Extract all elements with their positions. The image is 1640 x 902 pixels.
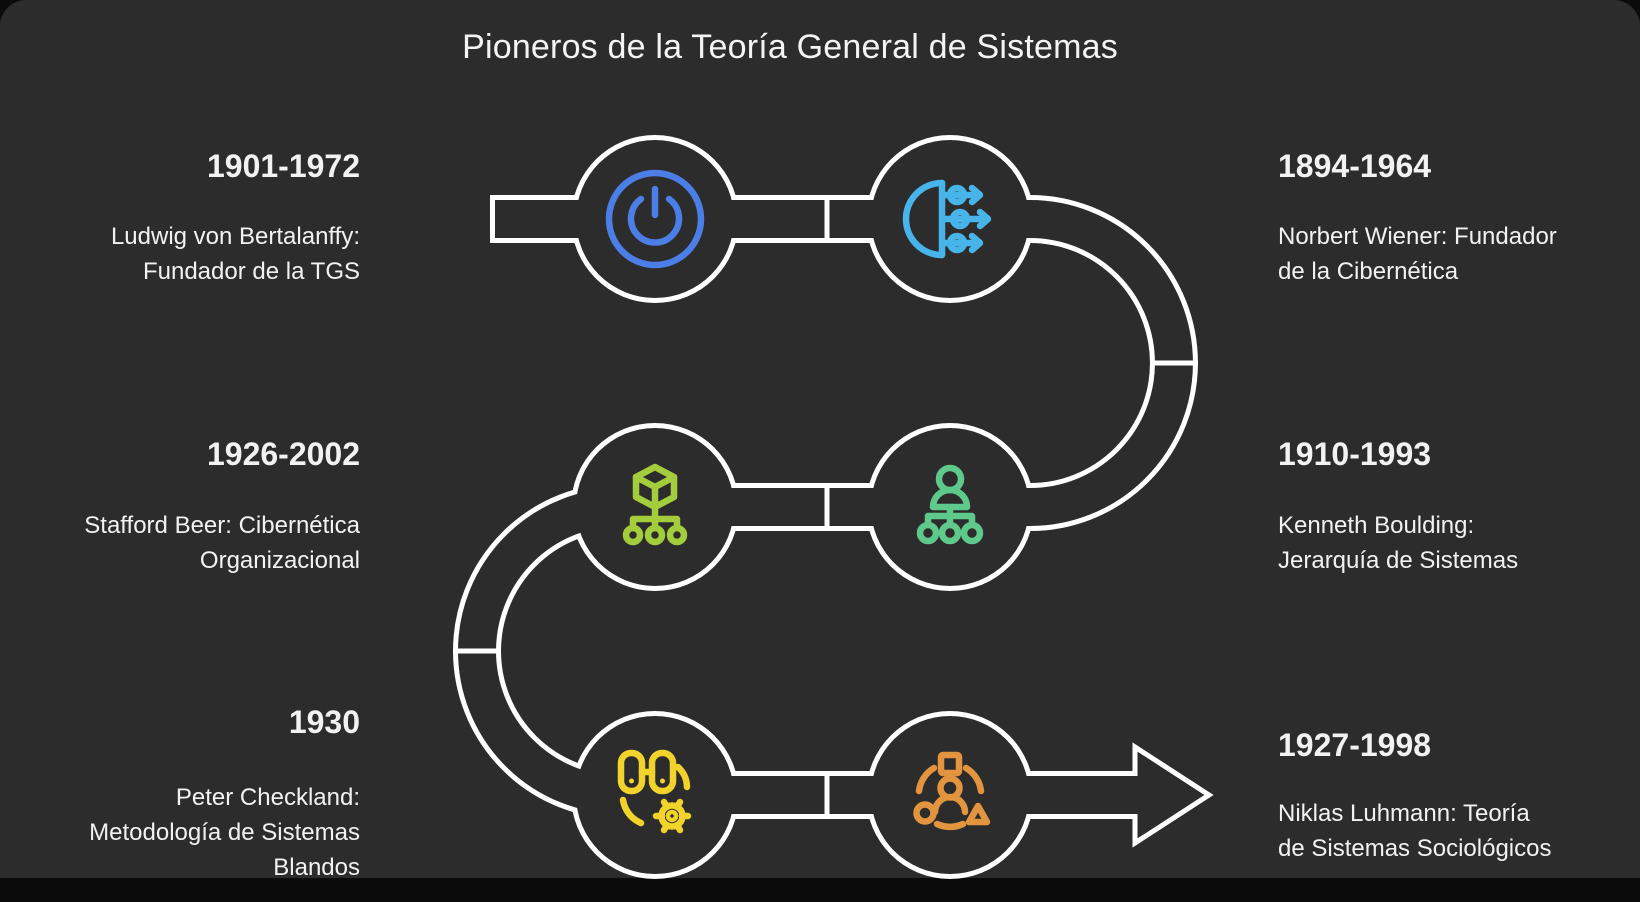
timeline-entry-name: Peter Checkland: Metodología de Sistemas… bbox=[20, 780, 360, 885]
person-roles-icon bbox=[913, 751, 991, 831]
entry-name-line: Metodología de Sistemas bbox=[89, 819, 360, 846]
timeline-entry-years: 1901-1972 bbox=[20, 146, 360, 186]
entry-name-line: Peter Checkland: bbox=[175, 784, 360, 811]
power-icon bbox=[605, 169, 705, 269]
infographic-panel bbox=[0, 0, 1640, 878]
segment-ticks bbox=[453, 195, 1198, 819]
entry-name-line: Ludwig von Bertalanffy: bbox=[110, 223, 360, 250]
entry-name-line: Organizacional bbox=[199, 547, 360, 574]
timeline-entry-years: 1926-2002 bbox=[20, 434, 360, 474]
flow-split-icon bbox=[902, 179, 992, 259]
timeline-entry-name: Norbert Wiener: Fundador de la Cibernéti… bbox=[1278, 219, 1618, 289]
timeline-entry-name: Niklas Luhmann: Teoría de Sistemas Socio… bbox=[1278, 796, 1618, 866]
page-title: Pioneros de la Teoría General de Sistema… bbox=[462, 28, 1118, 66]
timeline-entry-name: Stafford Beer: Cibernética Organizaciona… bbox=[20, 508, 360, 578]
entry-name-line: Jerarquía de Sistemas bbox=[1278, 547, 1519, 574]
cube-hierarchy-icon bbox=[622, 463, 688, 546]
entry-years: 1894-1964 bbox=[1278, 148, 1432, 184]
entry-name-line: Blandos bbox=[273, 854, 360, 881]
timeline-entry-years: 1930 bbox=[20, 702, 360, 742]
entry-name-line: Kenneth Boulding: bbox=[1278, 512, 1475, 539]
entry-name-line: Stafford Beer: Cibernética bbox=[84, 512, 360, 539]
timeline-entry-name: Ludwig von Bertalanffy: Fundador de la T… bbox=[20, 219, 360, 289]
sliders-gear-icon bbox=[617, 749, 692, 834]
entry-years: 1910-1993 bbox=[1278, 436, 1432, 472]
entry-name-line: Norbert Wiener: Fundador bbox=[1278, 223, 1557, 250]
timeline-entry-years: 1910-1993 bbox=[1278, 434, 1618, 474]
org-chart-icon bbox=[916, 464, 984, 545]
entry-name-line: Niklas Luhmann: Teoría bbox=[1278, 800, 1530, 827]
arrow-head bbox=[1132, 742, 1214, 848]
entry-years: 1927-1998 bbox=[1278, 727, 1432, 763]
timeline-entry-years: 1927-1998 bbox=[1278, 725, 1618, 765]
entry-years: 1926-2002 bbox=[206, 436, 360, 472]
entry-years: 1930 bbox=[288, 704, 360, 740]
entry-name-line: Fundador de la TGS bbox=[142, 258, 360, 285]
entry-name-line: de la Cibernética bbox=[1278, 258, 1459, 285]
entry-name-line: de Sistemas Sociológicos bbox=[1278, 835, 1552, 862]
timeline-entry-name: Kenneth Boulding: Jerarquía de Sistemas bbox=[1278, 508, 1618, 578]
entry-years: 1901-1972 bbox=[206, 148, 360, 184]
timeline-entry-years: 1894-1964 bbox=[1278, 146, 1618, 186]
